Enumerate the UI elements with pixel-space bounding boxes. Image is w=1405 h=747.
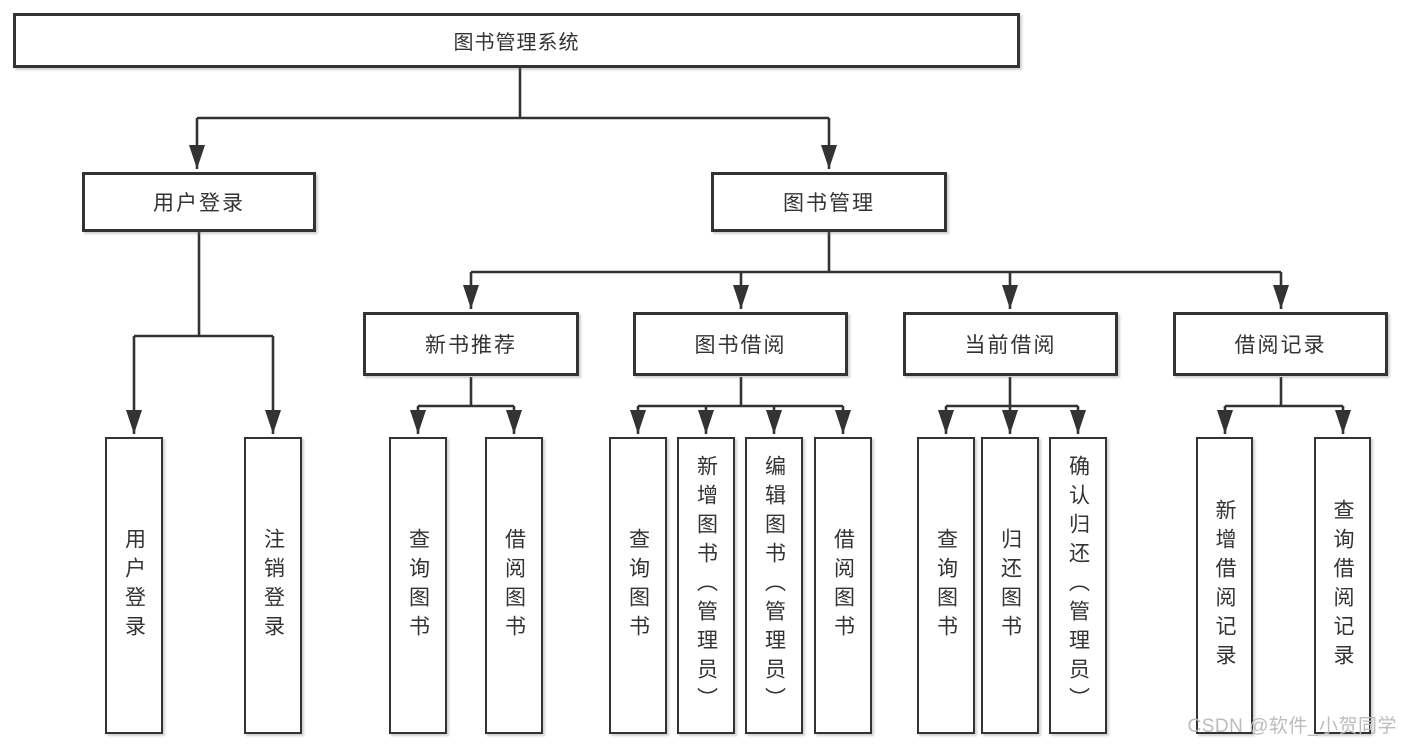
- leaf-cb-query-books: 查询图书: [917, 437, 975, 734]
- node-book-borrow: 图书借阅: [633, 312, 848, 376]
- leaf-user-login: 用户登录: [105, 437, 163, 734]
- leaf-bb-edit-books-admin: 编辑图书（管理员）: [745, 437, 803, 734]
- node-root: 图书管理系统: [13, 13, 1020, 68]
- leaf-cb-return-books: 归还图书: [981, 437, 1039, 734]
- leaf-br-query-record: 查询借阅记录: [1314, 437, 1371, 734]
- leaf-bb-query-books: 查询图书: [609, 437, 667, 734]
- node-current-borrow: 当前借阅: [903, 312, 1118, 376]
- leaf-nb-query-books: 查询图书: [389, 437, 447, 734]
- leaf-nb-borrow-books: 借阅图书: [485, 437, 543, 734]
- node-user-login: 用户登录: [82, 172, 316, 232]
- leaf-logout: 注销登录: [244, 437, 302, 734]
- leaf-cb-confirm-return-admin: 确认归还（管理员）: [1049, 437, 1107, 734]
- leaf-bb-add-books-admin: 新增图书（管理员）: [677, 437, 735, 734]
- node-book-mgmt: 图书管理: [711, 172, 947, 232]
- watermark: CSDN @软件_小贺同学: [1187, 716, 1397, 737]
- leaf-br-add-record: 新增借阅记录: [1196, 437, 1253, 734]
- node-borrow-record: 借阅记录: [1173, 312, 1388, 376]
- node-new-book-recommend: 新书推荐: [363, 312, 579, 376]
- leaf-bb-borrow-books: 借阅图书: [814, 437, 872, 734]
